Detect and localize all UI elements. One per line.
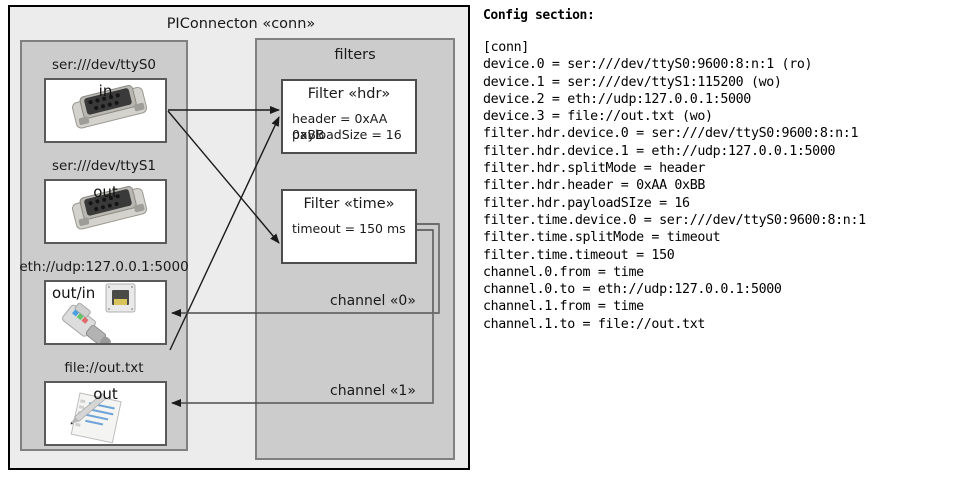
filter-node-hdr[interactable]: Filter «hdr» header = 0xAA 0xBB payloadS… xyxy=(281,79,417,154)
ethernet-icon xyxy=(62,283,136,343)
serial-port-icon xyxy=(72,186,148,230)
filter-time-title: Filter «time» xyxy=(303,196,395,212)
channel-label-1: channel «1» xyxy=(330,383,416,399)
device-node-ttys1[interactable]: out xyxy=(44,179,167,244)
device-node-file[interactable]: out xyxy=(44,381,167,446)
serial-port-icon xyxy=(72,85,148,129)
channel-label-0: channel «0» xyxy=(330,293,416,309)
device-label-file: file://out.txt xyxy=(64,360,144,376)
config-panel: Config section: [conn] device.0 = ser://… xyxy=(483,8,961,333)
device-direction-ttys0: in xyxy=(98,82,113,100)
device-label-eth: eth://udp:127.0.0.1:5000 xyxy=(19,259,189,275)
device-label-ttys1: ser:///dev/ttyS1 xyxy=(52,158,156,174)
filter-hdr-prop-payloadsize: payloadSize = 16 xyxy=(292,127,402,142)
config-text: [conn] device.0 = ser:///dev/ttyS0:9600:… xyxy=(483,40,866,332)
file-document-icon xyxy=(70,392,122,444)
device-direction-eth: out/in xyxy=(52,284,96,302)
filter-hdr-prop-header: header = 0xAA 0xBB xyxy=(292,111,388,142)
filter-hdr-title: Filter «hdr» xyxy=(307,86,391,102)
device-node-ttys0[interactable]: in xyxy=(44,78,167,143)
device-node-eth[interactable]: out/in xyxy=(44,280,167,345)
device-direction-ttys1: out xyxy=(93,183,118,201)
filter-time-prop-timeout: timeout = 150 ms xyxy=(292,221,406,236)
page-title: PIConnecton «conn» xyxy=(166,16,316,32)
filter-node-time[interactable]: Filter «time» timeout = 150 ms xyxy=(281,189,417,264)
config-heading: Config section: xyxy=(483,8,595,23)
filters-group-title: filters xyxy=(334,47,376,63)
device-direction-file: out xyxy=(93,385,118,403)
device-label-ttys0: ser:///dev/ttyS0 xyxy=(52,57,156,73)
